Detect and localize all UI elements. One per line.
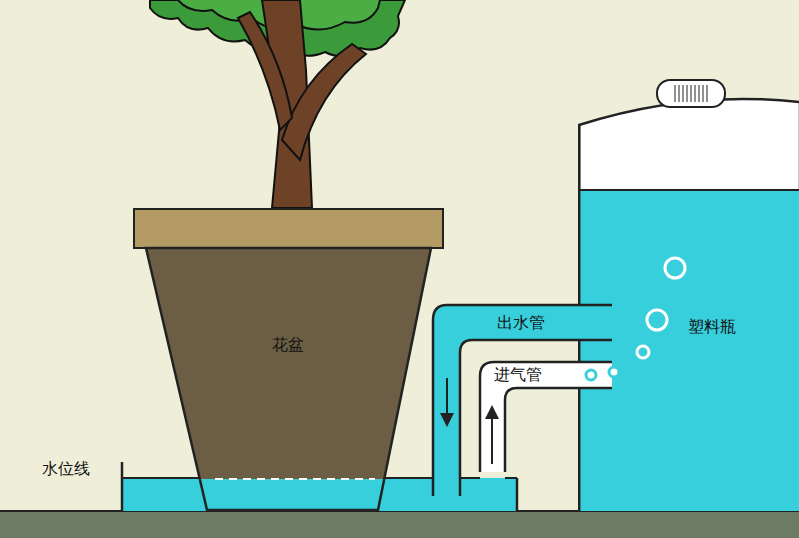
pot-outline (146, 248, 431, 510)
pipe-wall (578, 304, 612, 307)
air-bubble (647, 310, 667, 330)
pipe-wall (505, 388, 580, 472)
pipe-wall (460, 340, 580, 496)
outlet-pipe (433, 305, 580, 496)
pipe-wall (433, 305, 580, 496)
plastic-bottle-outline (578, 78, 799, 511)
cap-grip (695, 85, 696, 102)
water-level-label: 水位线 (42, 460, 90, 478)
air-bubble (609, 367, 619, 377)
plastic-bottle: 塑料瓶 (578, 78, 799, 511)
pipe-wall (480, 362, 580, 472)
tray-wall (516, 478, 519, 511)
ground (0, 511, 799, 538)
air-bubble (586, 370, 596, 380)
cap-grip (691, 85, 692, 102)
outlet-pipe (578, 305, 612, 340)
pipe-label: 出水管 (497, 314, 545, 332)
bottle-water-line (579, 189, 799, 191)
flower-pot-outline (133, 208, 444, 511)
air-bubble (637, 346, 649, 358)
pot-rim (134, 209, 443, 248)
bottle-water (580, 190, 799, 511)
part-name: 塑料瓶 (688, 318, 736, 336)
pipe-wall (578, 339, 612, 342)
cap-grip (687, 85, 688, 102)
flower-pot: 花盆 (133, 208, 444, 511)
pipe-label: 进气管 (494, 366, 542, 384)
cap-grip (703, 85, 704, 102)
water-surface (505, 477, 517, 479)
tray-wall (121, 462, 124, 511)
part-name: 花盆 (272, 336, 304, 354)
bottle-cap (657, 80, 725, 107)
inlet-pipe (480, 362, 580, 472)
air-arrow (491, 412, 493, 464)
cap-grip (679, 85, 680, 102)
cap-grip (683, 85, 684, 102)
cap-grip (675, 85, 676, 102)
pipe-wall (578, 361, 612, 364)
cap-grip (699, 85, 700, 102)
pipe-wall (578, 387, 612, 390)
cap-grip (707, 85, 708, 102)
pot-body (146, 248, 431, 510)
air-bubble (665, 258, 685, 278)
flow-arrow (446, 378, 448, 420)
inlet-pipe (578, 362, 612, 388)
water-surface (460, 477, 480, 479)
pot-water (200, 479, 385, 510)
inner-water-line (215, 478, 375, 480)
tree (150, 0, 405, 208)
